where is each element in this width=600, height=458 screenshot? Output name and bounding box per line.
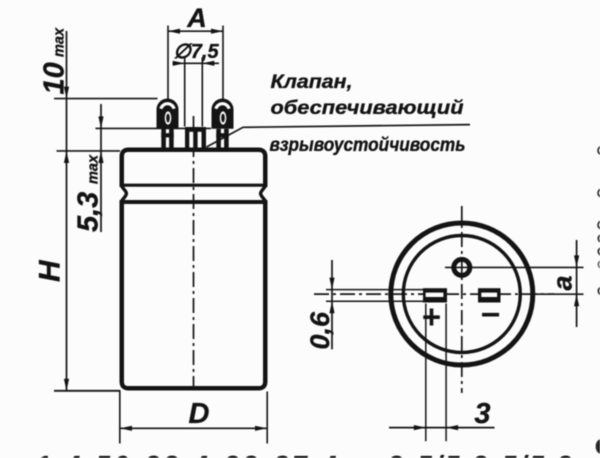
- valve-slot-left: [189, 131, 194, 148]
- lug-right-neck-right: [224, 128, 229, 148]
- label-10max-value: 10: [39, 62, 71, 94]
- label-D: D: [189, 398, 210, 430]
- dim-a: a: [533, 240, 584, 327]
- crimp-notch-right: [258, 185, 267, 202]
- edge-fragment-icon: [597, 287, 600, 295]
- cropped-caption-right: 3-5/5 3-5/5 3: [388, 450, 574, 458]
- pad-positive-slit: [425, 292, 444, 297]
- valve-body: [185, 127, 206, 148]
- edge-fragment-icon: [597, 234, 600, 243]
- scan-artifacts: 1 4 50-33 4-33-87 4 3-5/5 3-5/5 3: [36, 146, 600, 458]
- edge-fragment-icon: [597, 260, 600, 269]
- label-H: H: [34, 259, 67, 282]
- label-53max-value: 5,3: [73, 192, 105, 232]
- lug-left-hole-core: [166, 113, 170, 123]
- cropped-caption-left: 1 4 50-33 4-33-87 4: [36, 450, 340, 458]
- valve-callout-text: Клапан, обеспечивающий взрывоустойчивост…: [269, 71, 466, 156]
- edge-fragment-icon: [597, 146, 600, 155]
- side-view: A ∅7,5 10 max 5,3 max H D Клапан, обеспе…: [33, 3, 471, 444]
- pad-negative-slit: [481, 292, 498, 297]
- lug-left: [156, 98, 179, 148]
- label-valve-diameter: ∅7,5: [173, 41, 219, 63]
- label-plus: +: [422, 298, 441, 335]
- lug-right-neck-bar: [216, 133, 229, 138]
- valve-slot-right: [197, 131, 202, 148]
- lug-right-neck-left: [216, 128, 221, 148]
- label-minus: −: [481, 296, 501, 334]
- callout-line-2: обеспечивающий: [271, 97, 464, 119]
- lug-right-hole-core: [221, 113, 225, 123]
- lug-left-neck-bar: [161, 133, 174, 138]
- terminal-lugs: [156, 98, 234, 148]
- callout-line-1: Клапан,: [271, 71, 353, 93]
- bottom-view: + − a 0,6 3: [305, 206, 584, 442]
- label-3: 3: [474, 398, 490, 430]
- right-edge-fragments: [595, 146, 600, 454]
- callout-line-3: взрывоустойчивость: [270, 134, 466, 156]
- label-A: A: [186, 3, 207, 33]
- lug-left-neck-left: [161, 128, 166, 148]
- label-53max-suffix: max: [86, 154, 102, 184]
- lug-right: [211, 98, 234, 148]
- label-06: 0,6: [305, 311, 335, 350]
- label-a: a: [548, 275, 578, 290]
- edge-fragment-icon: [597, 220, 600, 230]
- dim-06: 0,6: [305, 260, 423, 350]
- label-10max-suffix: max: [52, 27, 68, 57]
- terminal-pads: [423, 288, 501, 303]
- valve-callout-leader: [206, 123, 471, 148]
- edge-fragment-icon: [597, 188, 600, 198]
- capacitor-case: [119, 116, 268, 391]
- lug-left-crescent: [159, 102, 176, 110]
- edge-fragment-icon: [597, 247, 600, 256]
- lug-left-neck-right: [169, 128, 174, 148]
- side-extension-lines: [54, 25, 269, 444]
- crimp-notch-left: [120, 185, 129, 202]
- dim-3: 3: [389, 303, 495, 442]
- lug-right-crescent: [214, 102, 231, 110]
- safety-valve: [185, 127, 206, 148]
- edge-fragment-icon: [595, 439, 600, 454]
